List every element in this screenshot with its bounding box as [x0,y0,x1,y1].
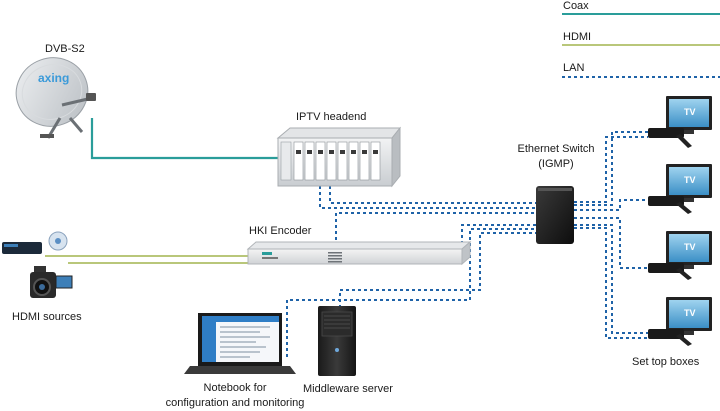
dvb-s2-label: DVB-S2 [45,43,85,55]
tv-label-2: TV [684,175,696,185]
tv-set-2 [648,164,712,214]
dish-brand-text: axing [38,71,69,85]
iptv-headend-label: IPTV headend [296,111,367,123]
ethernet-switch-device [536,186,574,244]
ethernet-switch-igmp-label: (IGMP) [538,158,574,170]
iptv-headend-rack [276,126,402,188]
tv-set-3 [648,231,712,280]
tv-set-4 [648,297,712,346]
legend-hdmi-label: HDMI [563,31,592,43]
legend-coax-label: Coax [563,0,589,12]
coax-cable [90,118,282,160]
hki-encoder-device [246,240,472,266]
middleware-server-label: Middleware server [303,383,393,395]
satellite-dish: axing [15,57,96,139]
hdmi-source-player [2,231,68,254]
tv-label-1: TV [684,107,696,117]
tv-set-1 [648,96,712,148]
notebook-device [184,313,296,374]
tv-label-4: TV [684,308,696,318]
hdmi-sources-label: HDMI sources [12,311,82,323]
hdmi-source-camera [30,266,73,298]
lan-cables [286,131,665,357]
notebook-label-line1: Notebook for [203,382,267,394]
ethernet-switch-label: Ethernet Switch [517,143,595,155]
legend-lan-label: LAN [563,62,585,74]
notebook-label-line2: configuration and monitoring [165,397,305,409]
set-top-boxes-label: Set top boxes [632,356,700,368]
tv-label-3: TV [684,242,696,252]
hki-encoder-label: HKI Encoder [249,225,312,237]
middleware-server-device [318,306,356,376]
